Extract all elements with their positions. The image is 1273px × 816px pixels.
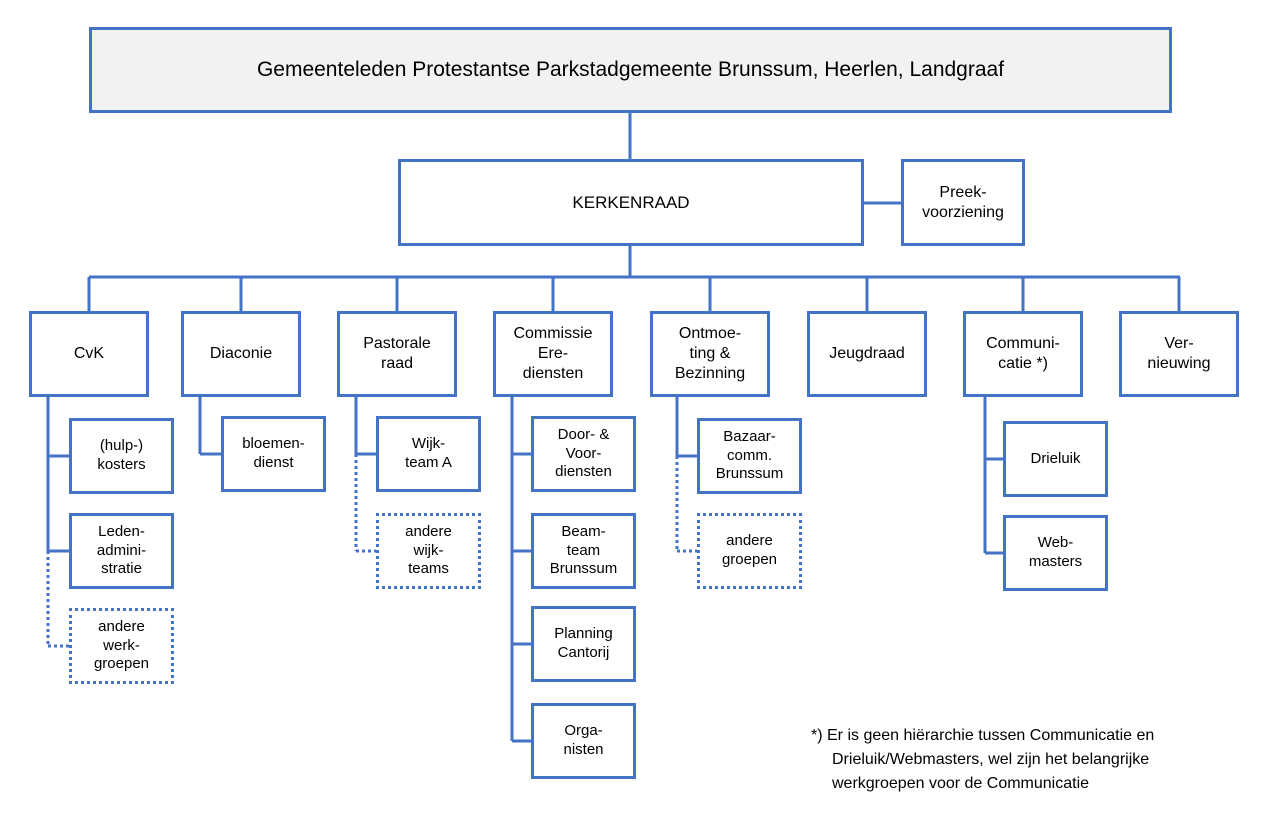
- kerkenraad-box: KERKENRAAD: [398, 159, 864, 246]
- bloemen-dienst-box: bloemen- dienst: [221, 416, 326, 492]
- members-box: Gemeenteleden Protestantse Parkstadgemee…: [89, 27, 1172, 113]
- bazaar-comm-brunssum-box: Bazaar- comm. Brunssum: [697, 418, 802, 494]
- andere-groepen-box: andere groepen: [697, 513, 802, 589]
- commissie-ere-diensten-box: Commissie Ere- diensten: [493, 311, 613, 397]
- beam-team-brunssum-box: Beam- team Brunssum: [531, 513, 636, 589]
- pastorale-raad-box: Pastorale raad: [337, 311, 457, 397]
- diaconie-box: Diaconie: [181, 311, 301, 397]
- andere-werk-groepen-box: andere werk- groepen: [69, 608, 174, 684]
- cvk-box: CvK: [29, 311, 149, 397]
- ontmoe-ting-bezinning-box: Ontmoe- ting & Bezinning: [650, 311, 770, 397]
- footnote-line-1: *) Er is geen hiërarchie tussen Communic…: [811, 727, 1155, 744]
- planning-cantorij-box: Planning Cantorij: [531, 606, 636, 682]
- web-masters-box: Web- masters: [1003, 515, 1108, 591]
- preekvoorziening-box: Preek- voorziening: [901, 159, 1025, 246]
- leden-admini-stratie-box: Leden- admini- stratie: [69, 513, 174, 589]
- jeugdraad-box: Jeugdraad: [807, 311, 927, 397]
- footnote-line-3: werkgroepen voor de Communicatie: [832, 775, 1090, 792]
- footnote-line-2: Drieluik/Webmasters, wel zijn het belang…: [832, 751, 1150, 768]
- communi-catie-box: Communi- catie *): [963, 311, 1083, 397]
- hulp-kosters-box: (hulp-) kosters: [69, 418, 174, 494]
- door-voor-diensten-box: Door- & Voor- diensten: [531, 416, 636, 492]
- ver-nieuwing-box: Ver- nieuwing: [1119, 311, 1239, 397]
- wijk-team-a-box: Wijk- team A: [376, 416, 481, 492]
- andere-wijk-teams-box: andere wijk- teams: [376, 513, 481, 589]
- drieluik-box: Drieluik: [1003, 421, 1108, 497]
- orga-nisten-box: Orga- nisten: [531, 703, 636, 779]
